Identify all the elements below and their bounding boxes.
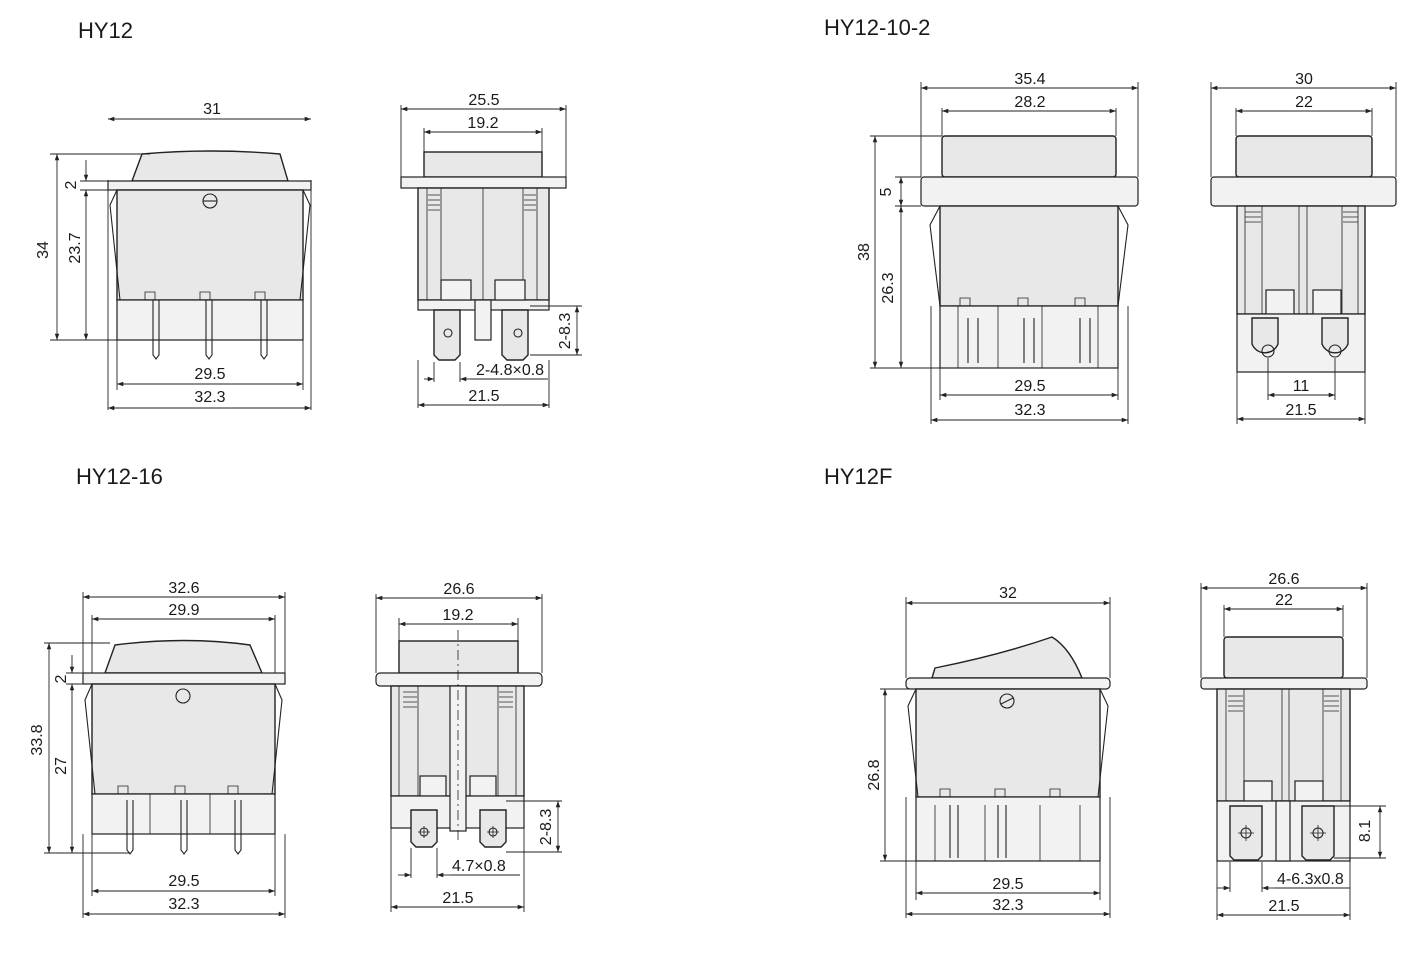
- dim-hy12f-front-w-outer: 32.3: [992, 897, 1023, 914]
- dim-hy12-16-side-pin-h: 2-8.3: [538, 809, 555, 846]
- dim-hy12-16-side-w-top: 26.6: [443, 581, 474, 598]
- dim-hy12-10-2-front-w-inner: 29.5: [1014, 378, 1045, 395]
- hy12-10-2-front-dims: 35.4 28.2 38 5 26.3 29.5 32.3: [856, 71, 1139, 424]
- dim-hy12-side-w-top: 25.5: [468, 92, 499, 109]
- hy12-10-2-side-dims: 30 22 11 21.5: [1210, 71, 1397, 424]
- dim-hy12f-side-pin-h: 8.1: [1357, 820, 1374, 842]
- dim-hy12-side-pin-size: 2-4.8×0.8: [476, 362, 544, 379]
- hy12f-side-dims: 26.6 22 8.1 4-6.3x0.8 21.5: [1200, 571, 1386, 920]
- dim-hy12-side-w-rocker: 19.2: [467, 115, 498, 132]
- hy12-10-2-side-view: [1210, 135, 1397, 373]
- dim-hy12-10-2-front-flange: 5: [878, 187, 895, 196]
- dim-hy12-16-side-w-rocker: 19.2: [442, 607, 473, 624]
- title-hy12-16: HY12-16: [76, 464, 163, 489]
- title-hy12: HY12: [78, 18, 133, 43]
- dim-hy12-16-front-w-outer: 32.3: [168, 896, 199, 913]
- dim-hy12-front-flange: 2: [63, 180, 80, 189]
- dim-hy12-10-2-front-w-outer: 32.3: [1014, 402, 1045, 419]
- dim-hy12-10-2-front-w-rocker: 28.2: [1014, 94, 1045, 111]
- dim-hy12-16-front-w-inner: 29.5: [168, 873, 199, 890]
- hy12-side-dims: 25.5 19.2 2-8.3 2-4.8×0.8 21.5: [400, 92, 582, 408]
- dim-hy12f-side-w-rocker: 22: [1275, 592, 1293, 609]
- hy12-10-2-front-view: [920, 135, 1139, 369]
- dim-hy12f-side-pin-size: 4-6.3x0.8: [1277, 871, 1344, 888]
- dim-hy12-side-pin-h: 2-8.3: [557, 313, 574, 350]
- dim-hy12-10-2-front-w-top: 35.4: [1014, 71, 1045, 88]
- hy12-side-view: [400, 151, 567, 361]
- dim-hy12-10-2-side-w-rocker: 22: [1295, 94, 1313, 111]
- dim-hy12-16-front-h-body: 27: [53, 757, 70, 775]
- dim-hy12-10-2-front-h-body: 26.3: [880, 272, 897, 303]
- title-hy12-10-2: HY12-10-2: [824, 15, 930, 40]
- hy12-16-front-view: [82, 639, 286, 855]
- dim-hy12-10-2-side-w-top: 30: [1295, 71, 1313, 88]
- hy12f-front-dims: 32 26.8 29.5 32.3: [866, 585, 1111, 918]
- dim-hy12f-front-w-top: 32: [999, 585, 1017, 602]
- dim-hy12-16-side-pin-size: 4.7×0.8: [452, 858, 506, 875]
- dim-hy12f-front-h-body: 26.8: [866, 759, 883, 790]
- dim-hy12f-side-w-top: 26.6: [1268, 571, 1299, 588]
- hy12f-front-view: [905, 636, 1111, 862]
- dim-hy12-side-w-bottom: 21.5: [468, 388, 499, 405]
- dim-hy12-16-side-w-bottom: 21.5: [442, 890, 473, 907]
- dim-hy12-front-h-total: 34: [35, 241, 52, 259]
- hy12-16-side-dims: 26.6 19.2 2-8.3 4.7×0.8 21.5: [375, 581, 562, 912]
- dim-hy12-front-w-top: 31: [203, 101, 221, 118]
- dim-hy12-16-front-w-top: 32.6: [168, 580, 199, 597]
- dim-hy12-10-2-front-h-total: 38: [856, 243, 873, 261]
- dim-hy12f-front-w-inner: 29.5: [992, 876, 1023, 893]
- hy12-16-front-dims: 32.6 29.9 33.8 2 27 29.5 32.3: [29, 580, 286, 918]
- dim-hy12-10-2-side-w-bottom: 21.5: [1285, 402, 1316, 419]
- dim-hy12-16-front-flange: 2: [53, 674, 70, 683]
- dim-hy12-16-front-h-total: 33.8: [29, 724, 46, 755]
- dim-hy12f-side-w-bottom: 21.5: [1268, 898, 1299, 915]
- hy12-16-side-view: [375, 630, 543, 848]
- title-hy12f: HY12F: [824, 464, 892, 489]
- hy12-front-view: [107, 150, 312, 360]
- dim-hy12-front-w-outer: 32.3: [194, 389, 225, 406]
- dim-hy12-front-w-inner: 29.5: [194, 366, 225, 383]
- dim-hy12-front-h-body: 23.7: [67, 232, 84, 263]
- hy12f-side-view: [1200, 636, 1368, 862]
- dim-hy12-10-2-side-pin-gap: 11: [1293, 378, 1310, 395]
- hy12-front-dims: 31 34 2 23.7 29.5 32.3: [35, 101, 312, 411]
- dim-hy12-16-front-w-rocker: 29.9: [168, 602, 199, 619]
